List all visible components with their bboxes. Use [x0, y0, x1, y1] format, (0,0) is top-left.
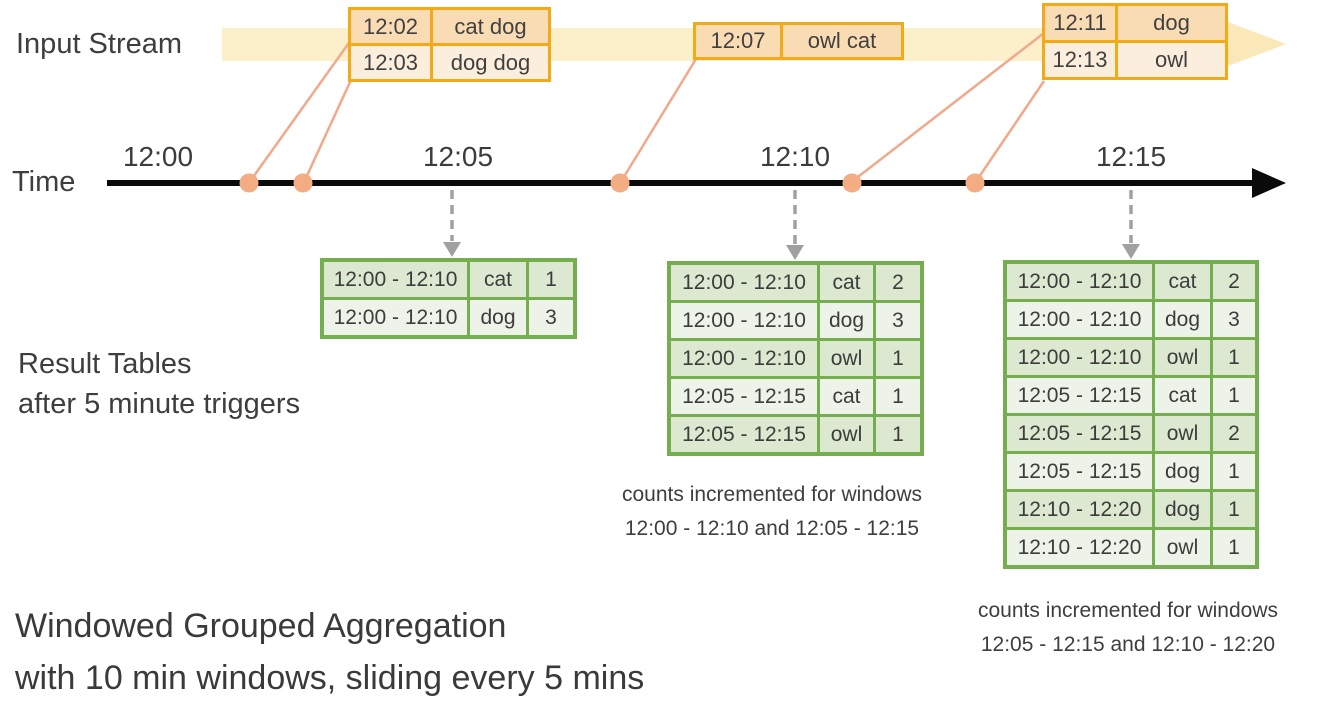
- count-cell: 2: [1213, 264, 1255, 299]
- input-events-box-3: 12:11 dog 12:13 owl: [1042, 3, 1228, 80]
- caption-table-1210: counts incremented for windows 12:00 - 1…: [622, 478, 922, 546]
- word-cell: owl: [820, 341, 873, 376]
- word-cell: cat: [820, 265, 873, 300]
- count-cell: 1: [529, 262, 573, 297]
- word-cell: owl: [1155, 340, 1210, 375]
- window-cell: 12:05 - 12:15: [1007, 378, 1152, 413]
- result-table-1205: 12:00 - 12:10 cat 1 12:00 - 12:10 dog 3: [320, 258, 577, 339]
- input-events-box-2: 12:07 owl cat: [693, 22, 904, 60]
- count-cell: 1: [1213, 378, 1255, 413]
- caption-line: counts incremented for windows: [622, 483, 922, 506]
- window-cell: 12:05 - 12:15: [671, 417, 817, 452]
- word-cell: dog: [820, 303, 873, 338]
- word-cell: dog: [1155, 492, 1210, 527]
- word-cell: owl: [1155, 416, 1210, 451]
- event-words: dog: [1118, 6, 1225, 40]
- count-cell: 1: [876, 417, 920, 452]
- time-label: Time: [12, 166, 76, 198]
- count-cell: 1: [1213, 492, 1255, 527]
- count-cell: 3: [876, 303, 920, 338]
- result-table-1210: 12:00 - 12:10 cat 2 12:00 - 12:10 dog 3 …: [667, 261, 924, 456]
- word-cell: cat: [1155, 264, 1210, 299]
- event-time: 12:07: [696, 25, 780, 57]
- event-words: owl cat: [783, 25, 901, 57]
- window-cell: 12:05 - 12:15: [1007, 416, 1152, 451]
- event-words: owl: [1118, 43, 1225, 77]
- count-cell: 1: [876, 379, 920, 414]
- count-cell: 1: [876, 341, 920, 376]
- window-cell: 12:10 - 12:20: [1007, 530, 1152, 565]
- tick-label-1215: 12:15: [1095, 141, 1167, 172]
- event-words: dog dog: [433, 46, 548, 79]
- count-cell: 1: [1213, 530, 1255, 565]
- word-cell: cat: [1155, 378, 1210, 413]
- window-cell: 12:00 - 12:10: [324, 300, 467, 335]
- timeline-arrowhead-icon: [1252, 168, 1286, 198]
- count-cell: 1: [1213, 340, 1255, 375]
- result-tables-label: Result Tables after 5 minute triggers: [18, 344, 300, 424]
- window-cell: 12:10 - 12:20: [1007, 492, 1152, 527]
- trigger-arrowhead-icon: [786, 245, 804, 260]
- caption-line: counts incremented for windows: [978, 599, 1278, 622]
- trigger-arrowhead-icon: [1122, 244, 1140, 259]
- result-tables-label-line1: Result Tables: [18, 348, 192, 380]
- window-cell: 12:00 - 12:10: [1007, 302, 1152, 337]
- caption-table-1215: counts incremented for windows 12:05 - 1…: [978, 594, 1278, 662]
- tick-label-1205: 12:05: [422, 141, 494, 172]
- input-stream-arrowhead-icon: [1228, 22, 1286, 66]
- timeline-axis: [107, 180, 1255, 186]
- connector-line: [620, 58, 698, 181]
- count-cell: 2: [1213, 416, 1255, 451]
- event-time: 12:11: [1045, 6, 1115, 40]
- tick-label-1200: 12:00: [122, 141, 194, 172]
- diagram-title: Windowed Grouped Aggregation with 10 min…: [15, 600, 644, 704]
- result-table-1215: 12:00 - 12:10 cat 2 12:00 - 12:10 dog 3 …: [1003, 260, 1259, 569]
- input-events-box-1: 12:02 cat dog 12:03 dog dog: [348, 7, 551, 82]
- word-cell: owl: [820, 417, 873, 452]
- event-words: cat dog: [433, 10, 548, 43]
- event-time: 12:13: [1045, 43, 1115, 77]
- word-cell: dog: [470, 300, 526, 335]
- connector-line: [975, 80, 1046, 181]
- window-cell: 12:00 - 12:10: [671, 303, 817, 338]
- window-cell: 12:00 - 12:10: [324, 262, 467, 297]
- trigger-arrowhead-icon: [443, 242, 461, 257]
- diagram-title-line1: Windowed Grouped Aggregation: [15, 607, 507, 645]
- caption-line: 12:05 - 12:15 and 12:10 - 12:20: [980, 633, 1276, 656]
- count-cell: 3: [1213, 302, 1255, 337]
- word-cell: owl: [1155, 530, 1210, 565]
- connector-line: [249, 39, 353, 181]
- window-cell: 12:00 - 12:10: [671, 341, 817, 376]
- word-cell: dog: [1155, 302, 1210, 337]
- count-cell: 3: [529, 300, 573, 335]
- event-time: 12:03: [351, 46, 430, 79]
- window-cell: 12:00 - 12:10: [671, 265, 817, 300]
- word-cell: cat: [820, 379, 873, 414]
- count-cell: 2: [876, 265, 920, 300]
- count-cell: 1: [1213, 454, 1255, 489]
- window-cell: 12:00 - 12:10: [1007, 264, 1152, 299]
- trigger-arrows: [450, 190, 1133, 244]
- input-stream-label: Input Stream: [16, 28, 183, 60]
- event-time: 12:02: [351, 10, 430, 43]
- tick-label-1210: 12:10: [759, 141, 831, 172]
- result-tables-label-line2: after 5 minute triggers: [18, 388, 301, 420]
- word-cell: cat: [470, 262, 526, 297]
- window-cell: 12:05 - 12:15: [671, 379, 817, 414]
- caption-line: 12:00 - 12:10 and 12:05 - 12:15: [624, 517, 920, 540]
- connector-line: [303, 79, 353, 181]
- word-cell: dog: [1155, 454, 1210, 489]
- diagram-title-line2: with 10 min windows, sliding every 5 min…: [15, 659, 645, 697]
- window-cell: 12:05 - 12:15: [1007, 454, 1152, 489]
- window-cell: 12:00 - 12:10: [1007, 340, 1152, 375]
